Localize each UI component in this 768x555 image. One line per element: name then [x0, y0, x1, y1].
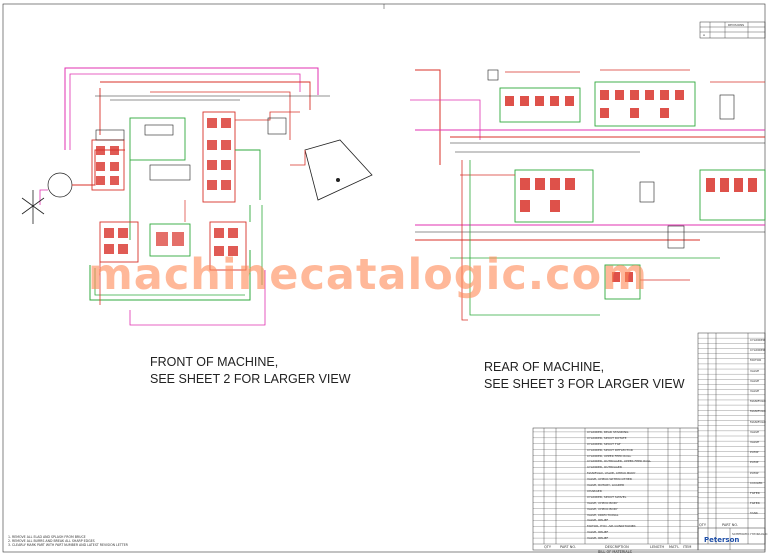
manifold [129, 117, 186, 161]
notes-block: 1. REMOVE ALL ELAD AND SPLASH FROM BRUCE… [8, 535, 128, 547]
bom-row-description: PUMP [750, 450, 759, 455]
bom-row-description: CYLINDER, SPOUT DEFLECTOR [587, 447, 633, 452]
front-caption-line1: FRONT OF MACHINE, [150, 355, 279, 369]
rear-caption: REAR OF MACHINE, SEE SHEET 3 FOR LARGER … [484, 359, 685, 393]
bom-row-description: VALVE, DIRECTIONAL [587, 512, 619, 517]
bom-header-qty: QTY [544, 545, 552, 549]
rear-schematic [410, 69, 766, 321]
bom-row-description: CYLINDER, SPOUT TILT [587, 441, 621, 446]
bom-header-length: LENGTH [650, 545, 665, 549]
watermark-text: machinecatalogic.com [88, 250, 648, 300]
company-logo: Peterson [704, 536, 740, 544]
rear-magenta-line [410, 99, 481, 140]
valve-bank [99, 221, 139, 263]
bom-table [532, 332, 766, 551]
bom-row-description: MANIFOLD [750, 419, 766, 424]
bom-header-part-no: PART NO. [560, 545, 577, 549]
valve-bank [202, 111, 236, 203]
front-green-line [89, 250, 251, 301]
bom-row-description: CYLINDER, OUTRIGGER [587, 465, 622, 470]
revision-row: A [703, 33, 706, 37]
valve-bank [95, 129, 125, 141]
front-magenta-line [69, 73, 301, 150]
valve-bank [499, 87, 581, 123]
rear-caption-line1: REAR OF MACHINE, [484, 360, 605, 374]
bom-row-description: VALVE [750, 429, 760, 434]
revision-header: REVISIONS [728, 23, 745, 27]
valve-bank [149, 223, 191, 257]
valve-bank [514, 169, 594, 223]
bom-header-matl: MAT'L [669, 545, 680, 549]
bom-row-description: MOTOR, HYD. AIR CONDITIONER [587, 524, 636, 529]
bom-row-description: VALVE, CHECK BODY [587, 506, 618, 511]
motor-icon [47, 172, 73, 198]
front-magenta-line [129, 270, 266, 326]
bom-row-description: TANK [750, 511, 758, 516]
bom-row-description: COOLER [750, 480, 763, 485]
bom-row-description: PUMP [750, 460, 759, 465]
manifold [699, 169, 766, 221]
front-caption-line2: SEE SHEET 2 FOR LARGER VIEW [150, 372, 351, 386]
bom-row-description: CYLINDER, OUTRIGGER, UPPER FEED ROLL [587, 459, 652, 464]
tank-icon [304, 139, 373, 201]
front-red-line [150, 91, 291, 140]
rear-red-line [415, 69, 441, 165]
valve-bank [209, 221, 247, 271]
front-magenta-line [64, 67, 319, 150]
bom-row-description: VALVE, CHECK WITHIN OTHER [587, 477, 632, 482]
front-magenta-line [39, 189, 48, 205]
bom-row-description: CHARGER [587, 488, 602, 493]
valve-bank [594, 81, 696, 127]
front-red-line [100, 81, 311, 110]
title-block-label: SCHEMATIC HYDRAULIC [732, 532, 768, 536]
bom-row-description: MANIFOLD, VALVE, CHECK BODY [587, 471, 636, 476]
bom-row-description: PUMP [750, 470, 759, 475]
bom-row-description: CYLINDER, SPOUT SWIVEL [587, 494, 627, 499]
bom-footer: BILL OF MATERIALS [598, 550, 632, 554]
bom-row-description: MANIFOLD [750, 409, 766, 414]
front-schematic [21, 67, 373, 326]
fan-icon [21, 190, 45, 224]
bom-header-part-no2: PART NO. [722, 523, 739, 527]
rear-caption-line2: SEE SHEET 3 FOR LARGER VIEW [484, 377, 685, 391]
revision-block [699, 21, 766, 39]
note-line: 1. REMOVE ALL ELAD AND SPLASH FROM BRUCE [8, 535, 86, 539]
bom-row-description: MANIFOLD [750, 399, 766, 404]
bom-header-description: DESCRIPTION [605, 545, 629, 549]
bom-row-description: FILTER [750, 491, 760, 495]
bom-row-description: MOTOR [750, 358, 762, 363]
note-line: 2. REMOVE ALL BURRS AND BREAK ALL SHARP … [8, 539, 95, 543]
bom-header-qty2: QTY [699, 523, 707, 527]
bom-row-description: CYLINDER [750, 338, 765, 342]
bom-row-description: VALVE [750, 389, 760, 393]
bom-row-description: VALVE, RELIEF [587, 536, 609, 541]
bom-row-description: VALVE [750, 378, 760, 383]
bom-row-description: FILTER [750, 501, 760, 506]
bom-header-item: ITEM [683, 545, 692, 549]
bom-row-description: CYLINDER, UPPER FEED ROLL [587, 453, 632, 458]
bom-row-description: VALVE, RELIEF [587, 518, 609, 523]
note-line: 3. CLEARLY MARK PART WITH PART NUMBER AN… [8, 543, 128, 547]
bom-row-description: CYLINDER, REAR STANDING [587, 429, 629, 434]
filter [604, 264, 641, 300]
bom-row-description: VALVE [750, 440, 760, 444]
bom-row-description: VALVE, RELIEF [587, 530, 609, 535]
bom-row-description: VALVE, CHECK BODY [587, 500, 618, 505]
bom-row-description: CYLINDER [750, 348, 765, 353]
front-green-line [94, 268, 245, 296]
bom-row-description: CYLINDER, SPOUT ROTATE [587, 435, 627, 440]
bom-row-description: VALVE, ROTARY, LOADER [587, 483, 625, 487]
bom-row-description: VALVE [750, 368, 760, 373]
front-caption: FRONT OF MACHINE, SEE SHEET 2 FOR LARGER… [150, 354, 351, 388]
